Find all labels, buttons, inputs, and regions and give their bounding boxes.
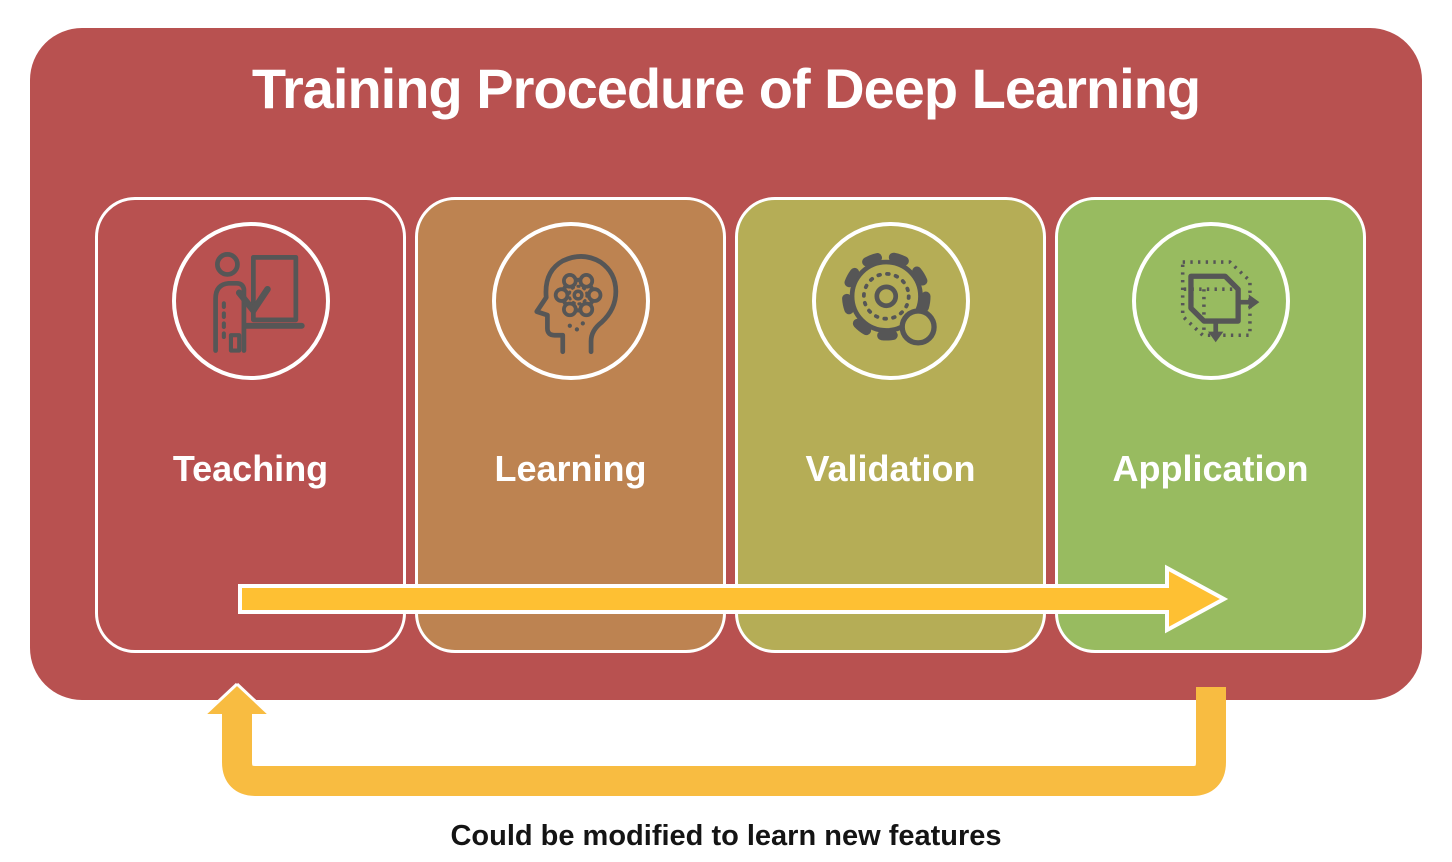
stage-card-learning: Learning — [415, 197, 726, 653]
stage-icon-circle — [1131, 222, 1290, 380]
stage-card-teaching: Teaching — [95, 197, 406, 653]
feedback-caption: Could be modified to learn new features — [450, 820, 1002, 852]
stage-card-application: Application — [1055, 197, 1366, 653]
stage-icon-circle — [491, 222, 650, 380]
stage-label: Validation — [805, 448, 976, 489]
stage-label: Application — [1112, 448, 1309, 489]
stage-card-validation: Validation — [735, 197, 1046, 653]
diagram-title: Training Procedure of Deep Learning — [251, 57, 1201, 120]
gears-icon — [841, 252, 937, 346]
stage-icon-circle — [811, 222, 970, 380]
head-with-gear-icon — [533, 254, 618, 355]
stage-icon-circle — [171, 222, 330, 380]
stage-label: Learning — [494, 448, 647, 489]
stage-label: Teaching — [172, 448, 329, 489]
cube-workflow-icon — [1180, 260, 1259, 343]
teacher-presenting-icon — [212, 252, 305, 353]
feedback-loop-line — [222, 687, 1226, 796]
